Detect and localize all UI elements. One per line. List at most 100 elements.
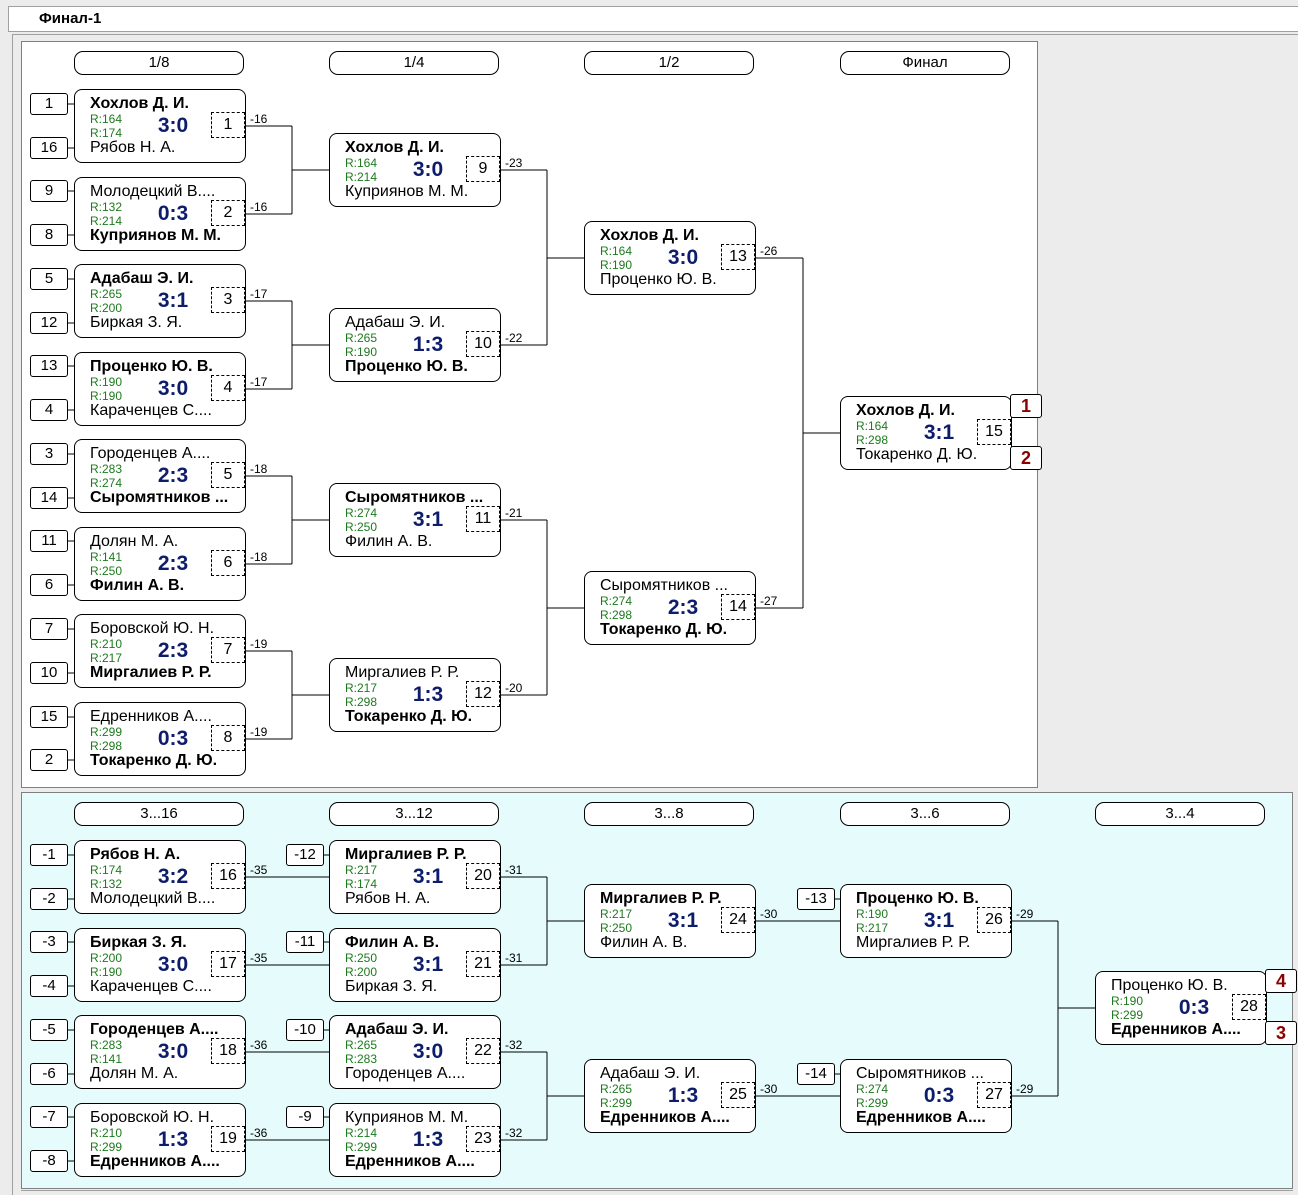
match-number[interactable]: 10	[466, 331, 500, 357]
match-score[interactable]: 3:1	[667, 909, 699, 932]
tab-final-1[interactable]: Финал-1	[8, 6, 1298, 32]
match-number[interactable]: 11	[466, 506, 500, 532]
match-number[interactable]: 18	[211, 1038, 245, 1064]
match-number[interactable]: 26	[977, 907, 1011, 933]
round-header[interactable]: 1/4	[329, 51, 499, 75]
match-score[interactable]: 1:3	[412, 1128, 444, 1151]
round-header[interactable]: 3...16	[74, 802, 244, 826]
match-number[interactable]: 3	[211, 287, 245, 313]
player-top-rating: R:265	[90, 287, 123, 301]
match-score[interactable]: 3:1	[923, 909, 955, 932]
match-score[interactable]: 3:0	[157, 114, 189, 137]
match-number[interactable]: 2	[211, 200, 245, 226]
match-score[interactable]: 3:1	[923, 421, 955, 444]
match-number[interactable]: 9	[466, 156, 500, 182]
match-number[interactable]: 13	[721, 244, 755, 270]
match-score[interactable]: 3:0	[157, 1040, 189, 1063]
round-header[interactable]: Финал	[840, 51, 1010, 75]
match-number[interactable]: 19	[211, 1126, 245, 1152]
round-header[interactable]: 1/2	[584, 51, 754, 75]
match-number[interactable]: 21	[466, 951, 500, 977]
match-number[interactable]: 4	[211, 375, 245, 401]
player-bottom-rating: R:200	[90, 301, 123, 315]
match-number[interactable]: 16	[211, 863, 245, 889]
match-number[interactable]: 5	[211, 462, 245, 488]
match-score[interactable]: 1:3	[412, 333, 444, 356]
match-score[interactable]: 2:3	[157, 639, 189, 662]
match-number[interactable]: 12	[466, 681, 500, 707]
round-header[interactable]: 3...4	[1095, 802, 1265, 826]
match-number[interactable]: 27	[977, 1082, 1011, 1108]
match-score[interactable]: 3:0	[412, 1040, 444, 1063]
match-score[interactable]: 2:3	[667, 596, 699, 619]
match-score[interactable]: 1:3	[667, 1084, 699, 1107]
match-number[interactable]: 25	[721, 1082, 755, 1108]
match-score[interactable]: 3:0	[157, 953, 189, 976]
seed-box: 9	[30, 180, 68, 202]
seed-box: 13	[30, 355, 68, 377]
match-score[interactable]: 2:3	[157, 552, 189, 575]
match-score[interactable]: 0:3	[1178, 996, 1210, 1019]
match-number[interactable]: 20	[466, 863, 500, 889]
round-header[interactable]: 3...12	[329, 802, 499, 826]
match-score[interactable]: 1:3	[412, 683, 444, 706]
match-score[interactable]: 3:1	[412, 865, 444, 888]
match-number[interactable]: 6	[211, 550, 245, 576]
round-header[interactable]: 3...6	[840, 802, 1010, 826]
match-score[interactable]: 0:3	[923, 1084, 955, 1107]
match-number[interactable]: 1	[211, 112, 245, 138]
match-number[interactable]: 28	[1232, 994, 1266, 1020]
match-score[interactable]: 1:3	[157, 1128, 189, 1151]
match-score[interactable]: 3:1	[412, 508, 444, 531]
match-score[interactable]: 3:1	[412, 953, 444, 976]
match-number[interactable]: 17	[211, 951, 245, 977]
match-number[interactable]: 8	[211, 725, 245, 751]
match-number[interactable]: 24	[721, 907, 755, 933]
match-score[interactable]: 3:0	[412, 158, 444, 181]
match-score[interactable]: 0:3	[157, 202, 189, 225]
match-number[interactable]: 14	[721, 594, 755, 620]
match-number[interactable]: 23	[466, 1126, 500, 1152]
match-score[interactable]: 3:2	[157, 865, 189, 888]
match-number[interactable]: 22	[466, 1038, 500, 1064]
round-header[interactable]: 1/8	[74, 51, 244, 75]
match-score[interactable]: 3:1	[157, 289, 189, 312]
seed-box: -10	[286, 1019, 324, 1041]
player-bottom-name: Сыромятников ...	[90, 489, 229, 506]
match-score[interactable]: 3:0	[667, 246, 699, 269]
match-number[interactable]: 7	[211, 637, 245, 663]
match-number[interactable]: 15	[977, 419, 1011, 445]
match-score[interactable]: 0:3	[157, 727, 189, 750]
match-score[interactable]: 2:3	[157, 464, 189, 487]
round-header[interactable]: 3...8	[584, 802, 754, 826]
match-score[interactable]: 3:0	[157, 377, 189, 400]
